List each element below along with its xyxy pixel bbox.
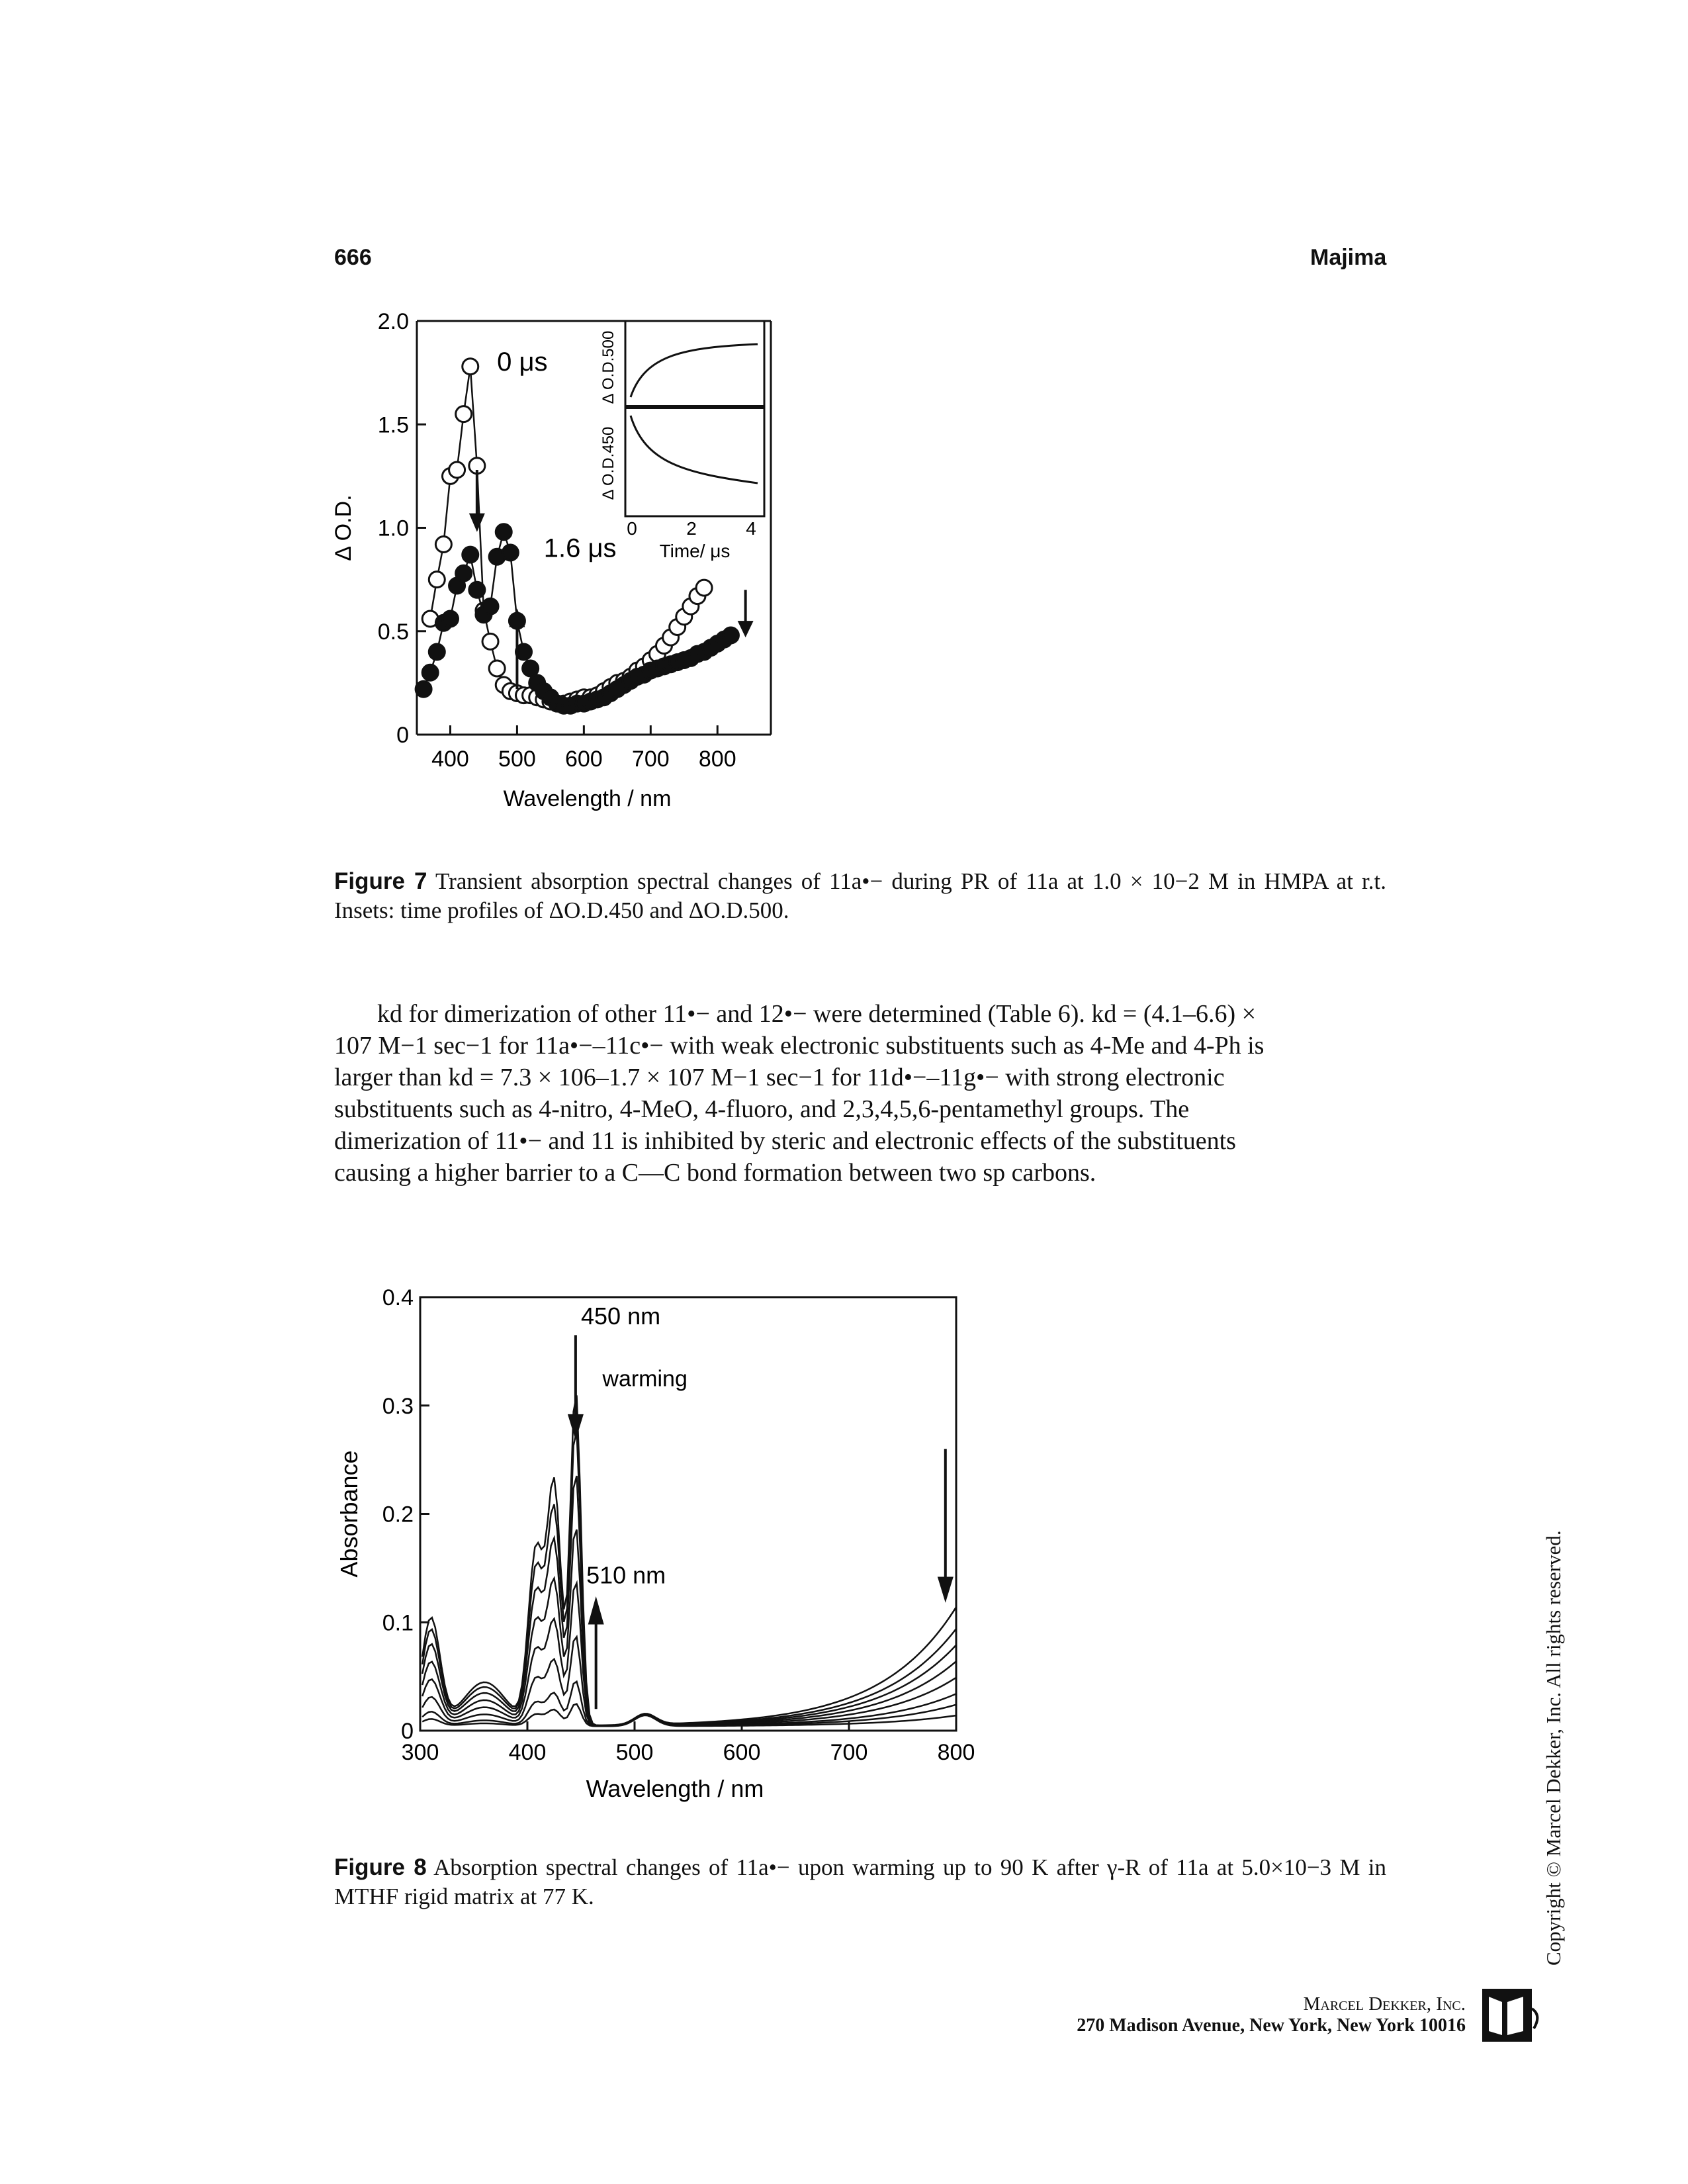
y-tick-label: 0.4: [382, 1285, 414, 1310]
figure7-label: Figure 7: [334, 868, 427, 894]
paragraph-line-3: larger than kd = 7.3 × 106–1.7 × 107 M−1…: [334, 1064, 1225, 1091]
filled-marker: [441, 610, 459, 628]
filled-marker: [455, 564, 473, 582]
figure8-label: Figure 8: [334, 1854, 427, 1880]
figure8-caption-text: Absorption spectral changes of 11a•− upo…: [334, 1854, 1386, 1909]
open-marker: [434, 535, 453, 553]
inset-trace-500: [629, 343, 758, 398]
spectrum-line: [422, 1475, 957, 1727]
spectrum-line: [422, 1395, 957, 1727]
y-axis-label: Δ O.D.: [331, 494, 356, 561]
annotation-1-6us: 1.6 μs: [544, 533, 617, 563]
y-axis-label: Absorbance: [335, 1450, 363, 1577]
open-marker: [448, 461, 466, 479]
warming-arrow-head: [567, 1414, 584, 1441]
open-marker: [488, 659, 506, 678]
y-tick-label: 0.2: [382, 1502, 414, 1527]
inset-frame: [624, 320, 766, 518]
filled-marker: [481, 597, 500, 615]
x-tick-label: 500: [616, 1740, 654, 1765]
figure8-caption: Figure 8 Absorption spectral changes of …: [334, 1853, 1386, 1911]
inset-x-tick-label: 2: [686, 518, 697, 539]
paragraph-line-1: kd for dimerization of other 11•− and 12…: [377, 1000, 1257, 1028]
paragraph-line-6: causing a higher barrier to a C—C bond f…: [334, 1159, 1096, 1187]
y-tick-label: 2.0: [378, 309, 409, 334]
x-axis-label: Wavelength / nm: [586, 1775, 764, 1802]
paragraph-line-2: 107 M−1 sec−1 for 11a•−–11c•− with weak …: [334, 1032, 1265, 1060]
annotation-0us: 0 μs: [497, 347, 547, 377]
page-number: 666: [334, 245, 372, 270]
filled-marker: [501, 543, 519, 562]
paragraph-line-5: dimerization of 11•− and 11 is inhibited…: [334, 1127, 1236, 1155]
x-tick-label: 400: [509, 1740, 547, 1765]
down-arrow-right-head: [737, 621, 754, 638]
y-tick-label: 0: [396, 723, 409, 748]
x-tick-label: 600: [565, 747, 603, 772]
publisher-address: 270 Madison Avenue, New York, New York 1…: [1077, 2015, 1466, 2036]
y-tick-label: 0.1: [382, 1610, 414, 1635]
x-axis-label: Wavelength / nm: [504, 786, 672, 811]
paragraph-line-4: substituents such as 4-nitro, 4-MeO, 4-f…: [334, 1095, 1190, 1123]
inset-x-tick-label: 4: [746, 518, 756, 539]
x-tick-label: 500: [498, 747, 536, 772]
spectrum-line: [422, 1703, 957, 1727]
x-tick-label: 300: [402, 1740, 439, 1765]
running-title: Majima: [1310, 245, 1387, 270]
y-tick-label: 0: [401, 1719, 414, 1744]
filled-marker: [494, 523, 513, 541]
open-marker: [461, 357, 480, 376]
figure7-caption: Figure 7 Transient absorption spectral c…: [334, 867, 1386, 925]
inset-trace-450: [629, 415, 758, 484]
filled-marker: [461, 545, 480, 564]
inset-bottom-ylabel: Δ O.D.450: [600, 427, 617, 500]
filled-marker: [468, 580, 486, 599]
figure8-chart: 0 0.1 0.2 0.3 0.4 300 400 500 600 700 800Wavelengt…: [335, 1285, 975, 1802]
tail-arrow-head: [937, 1576, 954, 1603]
inset-top-ylabel: Δ O.D.500: [600, 331, 617, 404]
y-tick-label: 1.0: [378, 516, 409, 541]
figure8-plot-area: 0 0.1 0.2 0.3 0.4 300 400 500 600 700 800Wavelengt…: [335, 1285, 975, 1802]
body-paragraph: kd for dimerization of other 11•− and 12…: [334, 998, 1386, 1189]
y-tick-label: 0.3: [382, 1394, 414, 1419]
x-tick-label: 400: [431, 747, 469, 772]
filled-marker: [521, 659, 540, 678]
up-arrow-head: [509, 608, 525, 627]
x-tick-label: 700: [632, 747, 670, 772]
annotation-510nm: 510 nm: [586, 1561, 666, 1588]
down-arrow-head: [468, 513, 485, 532]
filled-marker: [421, 663, 439, 682]
x-tick-label: 600: [723, 1740, 761, 1765]
open-marker: [455, 405, 473, 424]
annotation-warming: warming: [601, 1366, 687, 1391]
filled-marker: [427, 643, 446, 661]
inset-x-tick-label: 0: [627, 518, 637, 539]
annotation-450nm: 450 nm: [581, 1302, 660, 1330]
filled-marker: [721, 626, 740, 645]
y-tick-label: 0.5: [378, 619, 409, 645]
plot-frame: [419, 1296, 957, 1732]
rise-arrow-head: [588, 1596, 604, 1625]
open-marker: [695, 578, 713, 597]
figure7-caption-text: Transient absorption spectral changes of…: [334, 868, 1387, 923]
x-tick-label: 700: [830, 1740, 868, 1765]
publisher-name: Marcel Dekker, Inc.: [1303, 1993, 1466, 2015]
x-tick-label: 800: [938, 1740, 975, 1765]
spectrum-line: [422, 1431, 957, 1727]
filled-marker: [414, 680, 433, 698]
y-tick-label: 1.5: [378, 412, 409, 437]
open-marker: [427, 570, 446, 589]
open-marker: [481, 632, 500, 651]
inset-x-label: Time/ μs: [660, 541, 731, 561]
x-tick-label: 800: [699, 747, 736, 772]
publisher-logo: [1482, 1989, 1539, 2042]
